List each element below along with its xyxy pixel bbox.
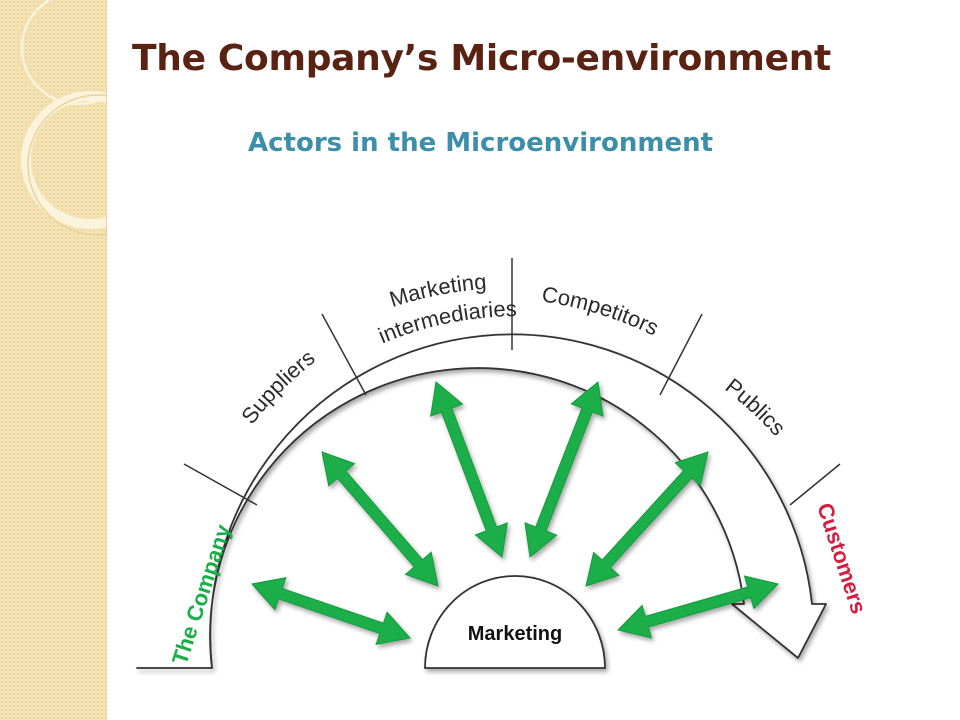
- segment-label-customers: Customers: [812, 500, 871, 617]
- actors-arc: [136, 333, 827, 669]
- marketing-dome: [424, 575, 606, 669]
- arrow-marketing-competitors: [524, 381, 604, 558]
- arrow-marketing-suppliers: [321, 451, 439, 587]
- arrow-marketing-publics: [585, 451, 709, 587]
- marketing-center-label: Marketing: [468, 623, 562, 645]
- arrow-marketing-customers: [617, 575, 779, 639]
- arrow-marketing-company: [251, 576, 411, 646]
- decorative-side-strip: [0, 0, 107, 720]
- connection-arrows: [251, 381, 779, 646]
- diagram-subtitle: Actors in the Microenvironment: [248, 128, 714, 158]
- page-title: The Company’s Micro-environment: [132, 38, 831, 79]
- segment-label-the-company: The Company: [167, 521, 236, 668]
- arrow-marketing-intermediaries: [430, 381, 508, 558]
- decorative-circles-icon: [20, 0, 106, 236]
- segment-dividers: [183, 258, 841, 506]
- segment-label-competitors: Competitors: [540, 282, 662, 341]
